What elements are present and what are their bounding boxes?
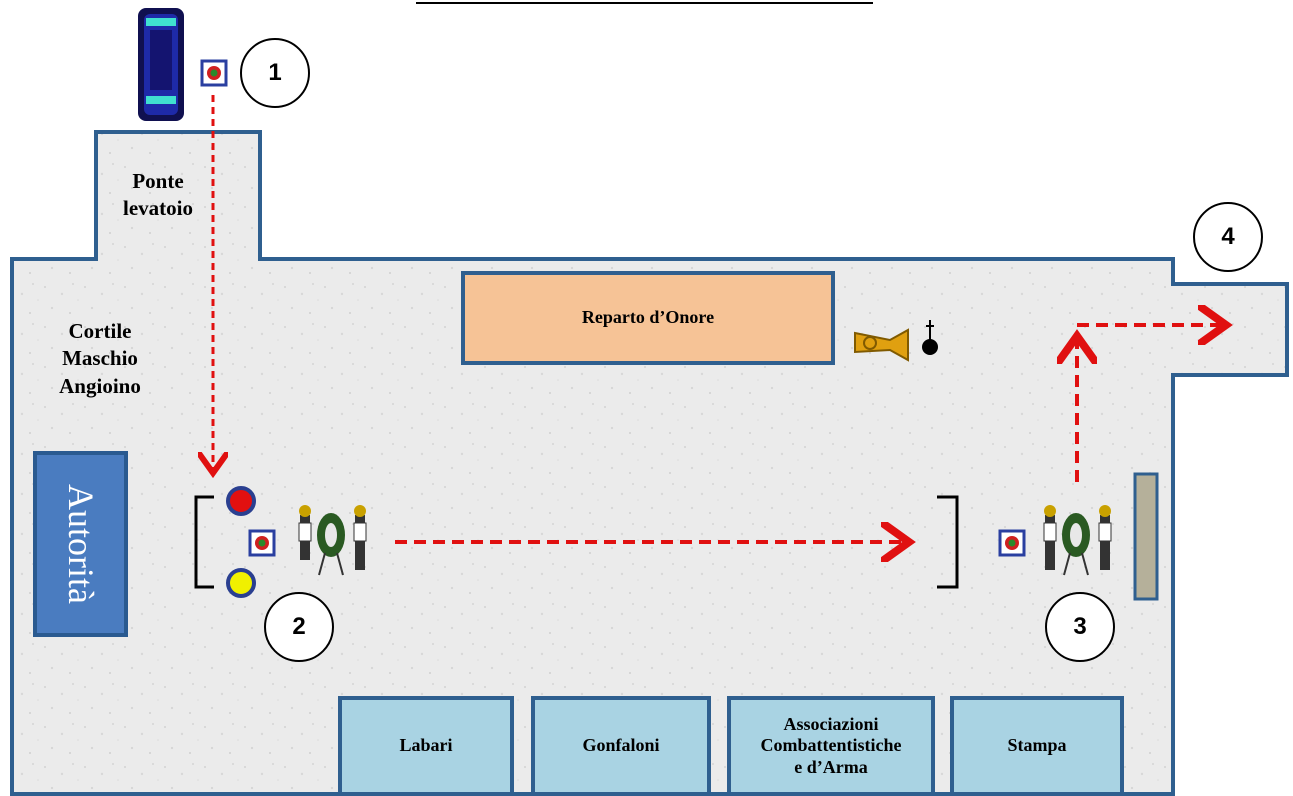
press-area: Stampa [950, 696, 1124, 796]
gonfalons-area: Gonfaloni [531, 696, 711, 796]
yellow-marker-icon [226, 568, 256, 598]
authorities-label: Autorità [61, 484, 102, 604]
associations-area: Associazioni Combattentistiche e d’Arma [727, 696, 935, 796]
car-icon [138, 8, 184, 121]
press-label: Stampa [1007, 735, 1067, 756]
flag-badge-icon [248, 529, 276, 557]
step-1-marker: 1 [240, 38, 310, 108]
courtyard-label: Cortile Maschio Angioino [59, 319, 141, 398]
banners-area: Labari [338, 696, 514, 796]
associations-label: Associazioni Combattentistiche e d’Arma [760, 713, 902, 777]
wreath-guards-icon [298, 505, 367, 576]
gonfalons-label: Gonfaloni [582, 735, 660, 756]
honor-guard-area: Reparto d’Onore [461, 271, 835, 365]
drawbridge-label: Ponte levatoio [123, 169, 193, 221]
step-4-marker: 4 [1193, 202, 1263, 272]
trumpet-icon [854, 328, 909, 362]
step-2-marker: 2 [264, 592, 334, 662]
flag-badge-icon [998, 529, 1026, 557]
position-bracket [937, 495, 959, 589]
honor-guard-label: Reparto d’Onore [581, 307, 715, 328]
position-bracket [194, 495, 214, 589]
wall-panel [1133, 472, 1159, 601]
wreath-guards-icon [1043, 505, 1112, 576]
authorities-area: Autorità [33, 451, 128, 637]
flag-badge-icon [200, 59, 228, 87]
step-3-marker: 3 [1045, 592, 1115, 662]
banners-label: Labari [399, 735, 453, 756]
courtyard-outline [10, 130, 1289, 796]
red-marker-icon [226, 486, 256, 516]
bell-icon [922, 320, 938, 355]
